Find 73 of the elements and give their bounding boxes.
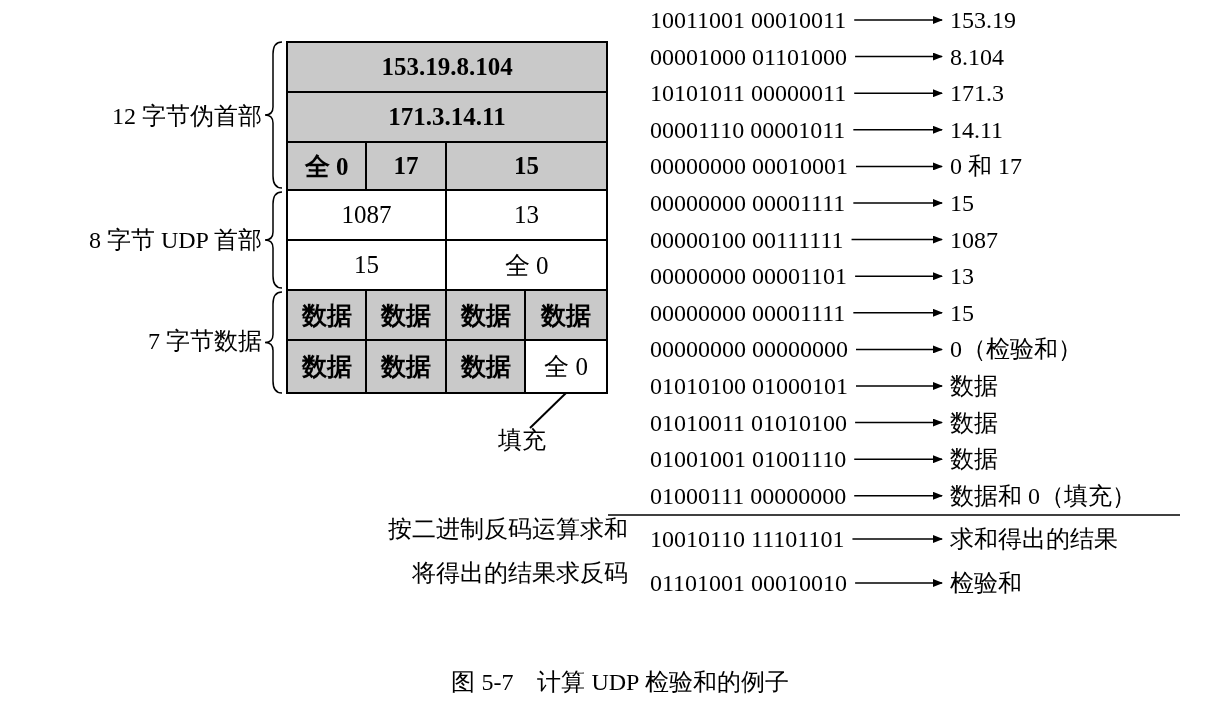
binary-value: 00000100 00111111 [650, 227, 844, 252]
arrow [850, 235, 943, 244]
arrow [852, 125, 943, 134]
decimal-value: 171.3 [950, 81, 1004, 106]
decimal-value: 153.19 [950, 8, 1016, 32]
shaded-table-cell: 数据 [446, 340, 525, 393]
leader-line [529, 392, 567, 429]
binary-value: 00000000 00001111 [650, 300, 846, 325]
figure-caption: 图 5-7 计算 UDP 检验和的例子 [451, 670, 789, 694]
row-label: 将得出的结果求反码 [412, 561, 628, 585]
row-label: 8 字节 UDP 首部 [88, 228, 262, 252]
arrow [851, 535, 943, 543]
binary-value: 00000000 00001101 [650, 264, 848, 289]
arrow [854, 52, 943, 61]
shaded-table-cell: 数据 [287, 340, 366, 393]
binary-value: 00001110 00001011 [650, 117, 846, 142]
decimal-value: 14.11 [950, 117, 1004, 142]
decimal-value: 13 [950, 264, 974, 289]
binary-value: 00001000 01101000 [650, 44, 848, 69]
arrow [853, 16, 943, 24]
shaded-table-cell: 17 [366, 142, 446, 190]
binary-value: 01101001 00010010 [650, 571, 848, 595]
row-label: 按二进制反码运算求和 [388, 517, 628, 541]
binary-value: 01010011 01010100 [650, 410, 848, 435]
table-cell: 13 [446, 190, 607, 240]
arrow [852, 199, 943, 207]
decimal-value: 求和得出的结果 [950, 527, 1118, 551]
decimal-value: 8.104 [950, 44, 1004, 69]
decimal-value: 15 [950, 300, 974, 325]
binary-value: 00000000 00010001 [650, 154, 848, 179]
arrow [855, 382, 943, 390]
shaded-table-cell: 数据 [287, 290, 366, 340]
arrow [853, 491, 943, 500]
binary-value: 10101011 00000011 [650, 81, 847, 106]
arrow [855, 345, 943, 354]
binary-value: 00000000 00000000 [650, 337, 848, 362]
shaded-table-cell: 15 [446, 142, 607, 190]
table-cell: 全 0 [525, 340, 607, 393]
binary-value: 10010110 11101101 [650, 527, 845, 551]
arrow [854, 418, 943, 427]
binary-value: 10011001 00010011 [650, 8, 847, 32]
table-cell: 全 0 [446, 240, 607, 290]
row-label: 12 字节伪首部 [112, 104, 262, 128]
decimal-value: 1087 [950, 227, 998, 252]
shaded-table-cell: 全 0 [287, 142, 366, 190]
decimal-value: 数据 [950, 410, 998, 435]
arrow [854, 272, 943, 281]
decimal-value: 数据 [950, 447, 998, 472]
shaded-table-cell: 数据 [446, 290, 525, 340]
shaded-table-cell: 数据 [525, 290, 607, 340]
arrow [852, 308, 943, 317]
callout-label: 填充 [498, 428, 546, 452]
table-cell: 1087 [287, 190, 446, 240]
binary-value: 01001001 01001110 [650, 447, 847, 472]
arrow [853, 455, 943, 464]
decimal-value: 0（检验和） [950, 337, 1082, 362]
binary-value: 00000000 00001111 [650, 191, 846, 215]
shaded-table-cell: 171.3.14.11 [287, 92, 607, 142]
decimal-value: 15 [950, 191, 974, 215]
table-cell: 15 [287, 240, 446, 290]
binary-value: 01010100 01000101 [650, 374, 848, 398]
decimal-value: 检验和 [950, 571, 1022, 595]
shaded-table-cell: 153.19.8.104 [287, 42, 607, 92]
arrow [853, 89, 943, 98]
shaded-table-cell: 数据 [366, 340, 446, 393]
decimal-value: 数据 [950, 374, 998, 398]
decimal-value: 数据和 0（填充） [950, 483, 1136, 508]
arrow [854, 579, 943, 587]
arrow [855, 162, 943, 171]
binary-value: 01000111 00000000 [650, 483, 847, 508]
row-label: 7 字节数据 [148, 329, 262, 353]
decimal-value: 0 和 17 [950, 154, 1022, 179]
shaded-table-cell: 数据 [366, 290, 446, 340]
